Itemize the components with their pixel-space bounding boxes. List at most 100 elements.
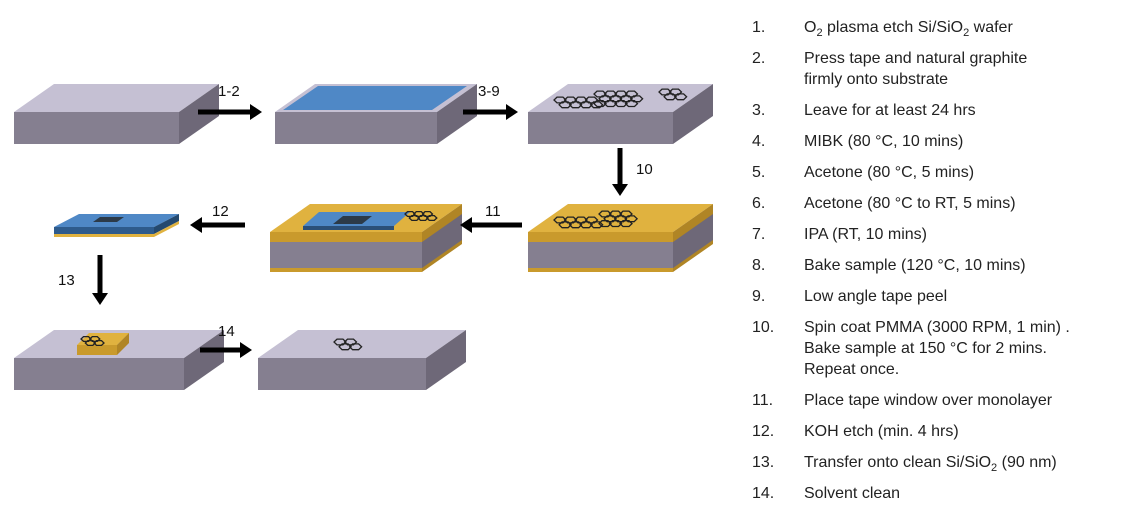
graphite-flakes-1 bbox=[553, 96, 604, 109]
hexagon bbox=[598, 220, 612, 228]
hexagon bbox=[673, 93, 688, 101]
hexagon bbox=[584, 216, 599, 224]
arrow-5: 12 bbox=[190, 203, 245, 233]
step-item: 14.Solvent clean bbox=[752, 483, 1122, 504]
step-number: 9. bbox=[752, 288, 766, 305]
hexagon bbox=[417, 214, 429, 222]
wafer-transfer-side bbox=[184, 330, 224, 390]
hexagon bbox=[624, 215, 639, 223]
hexagon bbox=[608, 220, 623, 228]
step-item: 13.Transfer onto clean Si/SiO2 (90 nm) bbox=[752, 452, 1122, 475]
arrow-head bbox=[506, 104, 518, 120]
step-item: 3. Leave for at least 24 hrs bbox=[752, 100, 1122, 121]
hexagon bbox=[80, 335, 92, 343]
step-number: 1. bbox=[752, 19, 766, 36]
hexagon bbox=[614, 90, 628, 98]
step-number: 14. bbox=[752, 485, 775, 502]
wafer-clean-side bbox=[426, 330, 466, 390]
wafer-clean-front bbox=[258, 358, 426, 390]
stamp-front bbox=[54, 227, 154, 234]
wafer-bare-front bbox=[14, 112, 179, 144]
hexagon bbox=[563, 216, 578, 224]
stamp-pmma bbox=[54, 221, 179, 237]
wafer-tape-front bbox=[275, 112, 437, 144]
hexagon bbox=[608, 210, 623, 218]
step-number: 3. bbox=[752, 102, 766, 119]
hexagon bbox=[668, 88, 683, 96]
hexagon bbox=[613, 215, 628, 223]
step-number: 2. bbox=[752, 50, 766, 67]
arrow-label: 12 bbox=[212, 203, 229, 220]
hexagon bbox=[84, 339, 97, 347]
arrow-label: 13 bbox=[58, 272, 75, 289]
hexagon bbox=[563, 96, 578, 104]
hexagon bbox=[593, 100, 607, 108]
step-item: 12.KOH etch (min. 4 hrs) bbox=[752, 421, 1122, 442]
hexagon bbox=[553, 96, 567, 104]
wafer-pmma-substrate bbox=[528, 242, 673, 268]
pmma-flakes-2 bbox=[598, 210, 639, 228]
step-text: KOH etch (min. 4 hrs) bbox=[804, 423, 959, 440]
clean-flakes bbox=[333, 338, 363, 351]
transferred-flake-front bbox=[77, 345, 117, 355]
arrow-label: 10 bbox=[636, 161, 653, 178]
step-text: IPA (RT, 10 mins) bbox=[804, 226, 927, 243]
step-text: O2 plasma etch Si/SiO2 wafer bbox=[804, 19, 1013, 40]
step-item: 1. O2 plasma etch Si/SiO2 wafer bbox=[752, 17, 1122, 40]
step-item: 8.Bake sample (120 °C, 10 mins) bbox=[752, 255, 1122, 276]
arrow-head bbox=[250, 104, 262, 120]
wafer-pmma-substrate-side bbox=[673, 214, 713, 268]
step-text: Leave for at least 24 hrs bbox=[804, 102, 976, 119]
step-number: 11. bbox=[752, 392, 774, 409]
step-item: 11.Place tape window over monolayer bbox=[752, 390, 1122, 411]
wafer-graphite-front bbox=[528, 112, 673, 144]
hexagon bbox=[574, 216, 588, 224]
hexagon bbox=[589, 221, 604, 229]
wafer-pmma-top bbox=[528, 204, 713, 232]
transfer-flakes bbox=[80, 335, 105, 347]
hexagon bbox=[624, 100, 639, 108]
hexagon bbox=[404, 210, 416, 218]
step-text: Transfer onto clean Si/SiO2 (90 nm) bbox=[804, 454, 1057, 475]
window-flakes bbox=[404, 210, 438, 222]
step-item: 7. IPA (RT, 10 mins) bbox=[752, 224, 1122, 245]
hexagon bbox=[408, 214, 421, 222]
wafer-graphite-side bbox=[673, 84, 713, 144]
wafer-clean bbox=[258, 330, 466, 390]
pmma-flakes-1 bbox=[553, 216, 604, 229]
hexagon bbox=[579, 101, 594, 109]
hexagon bbox=[598, 95, 613, 103]
hexagon bbox=[629, 95, 644, 103]
hexagon bbox=[88, 335, 101, 343]
arrow-2: 3-9 bbox=[463, 83, 518, 120]
arrow-4: 11 bbox=[460, 203, 522, 233]
step-item: 10.Spin coat PMMA (3000 RPM, 1 min) .Bak… bbox=[752, 317, 1122, 380]
process-steps-list: 1. O2 plasma etch Si/SiO2 wafer 2.Press ta… bbox=[752, 17, 1122, 514]
tape-layer bbox=[283, 86, 467, 110]
step-number: 6. bbox=[752, 195, 766, 212]
step-item: 5.Acetone (80 °C, 5 mins) bbox=[752, 162, 1122, 183]
hexagon bbox=[425, 214, 438, 222]
step-text: Spin coat PMMA (3000 RPM, 1 min) .Bake s… bbox=[804, 319, 1070, 378]
step-number: 4. bbox=[752, 133, 766, 150]
hexagon bbox=[568, 101, 583, 109]
hexagon bbox=[624, 90, 639, 98]
wafer-window-substrate bbox=[270, 242, 422, 268]
arrow-1: 1-2 bbox=[198, 83, 262, 120]
hexagon bbox=[658, 88, 672, 96]
step-text: Acetone (80 °C to RT, 5 mins) bbox=[804, 195, 1016, 212]
wafer-clean-top bbox=[258, 330, 466, 358]
hexagon bbox=[619, 95, 634, 103]
hexagon bbox=[603, 100, 618, 108]
wafer-bare bbox=[14, 84, 219, 144]
step-number: 7. bbox=[752, 226, 766, 243]
wafer-graphite bbox=[528, 84, 713, 144]
tape-window-edge bbox=[303, 226, 394, 230]
hexagon bbox=[593, 90, 607, 98]
wafer-transfer bbox=[14, 330, 224, 390]
transferred-flake bbox=[77, 333, 129, 355]
process-diagram: 1-2 3-9 10 11 12 13 14 bbox=[14, 83, 713, 390]
arrow-7: 14 bbox=[200, 323, 252, 358]
hexagon bbox=[619, 220, 633, 228]
